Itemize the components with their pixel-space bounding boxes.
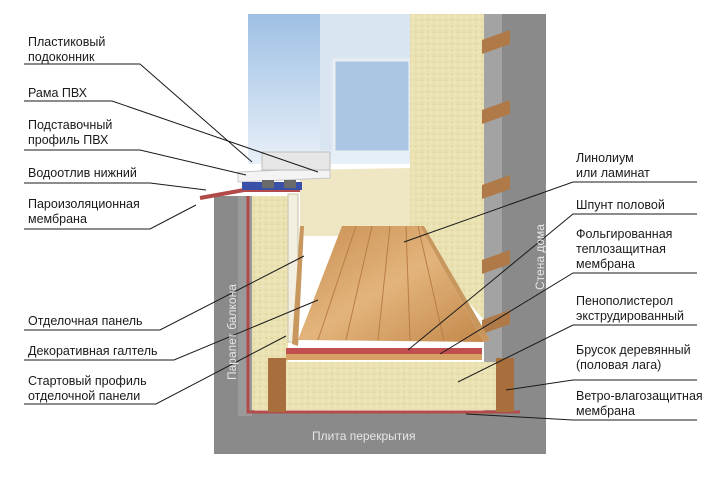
label-pvc-support-profile: Подставочный профиль ПВХ — [28, 118, 113, 147]
label-laminate: Линолиум или ламинат — [576, 151, 650, 180]
floor-layers — [268, 348, 514, 412]
label-polystyrene: Пенополистерол экструдированный — [576, 294, 685, 323]
house-wall-label: Стена дома — [533, 224, 547, 290]
label-finishing-panel: Отделочная панель — [28, 314, 143, 328]
leader-lines — [24, 63, 697, 421]
label-plastic-sill: Пластиковый подоконник — [28, 35, 106, 64]
window-opening — [248, 14, 416, 164]
slab-label: Плита перекрытия — [312, 429, 415, 443]
label-pvc-frame: Рама ПВХ — [28, 86, 88, 100]
laminate-floor — [292, 225, 490, 346]
label-decorative-fillet: Декоративная галтель — [28, 344, 158, 358]
label-foil-membrane: Фольгированная теплозащитная мембрана — [576, 227, 673, 271]
inner-parapet-wall — [300, 168, 410, 236]
parapet-label: Парапет балкона — [225, 284, 239, 380]
label-starter-profile: Стартовый профиль отделочной панели — [28, 374, 147, 403]
label-drip-edge: Водоотлив нижний — [28, 166, 137, 180]
label-vapor-barrier: Пароизоляционная мембрана — [28, 197, 140, 226]
label-wooden-joist: Брусок деревянный (половая лага) — [576, 343, 691, 372]
window-sill-assembly — [237, 151, 331, 190]
label-floor-tongue-groove: Шпунт половой — [576, 198, 665, 212]
label-wind-membrane: Ветро-влагозащитная мембрана — [576, 389, 703, 418]
floor-slab — [214, 412, 546, 454]
